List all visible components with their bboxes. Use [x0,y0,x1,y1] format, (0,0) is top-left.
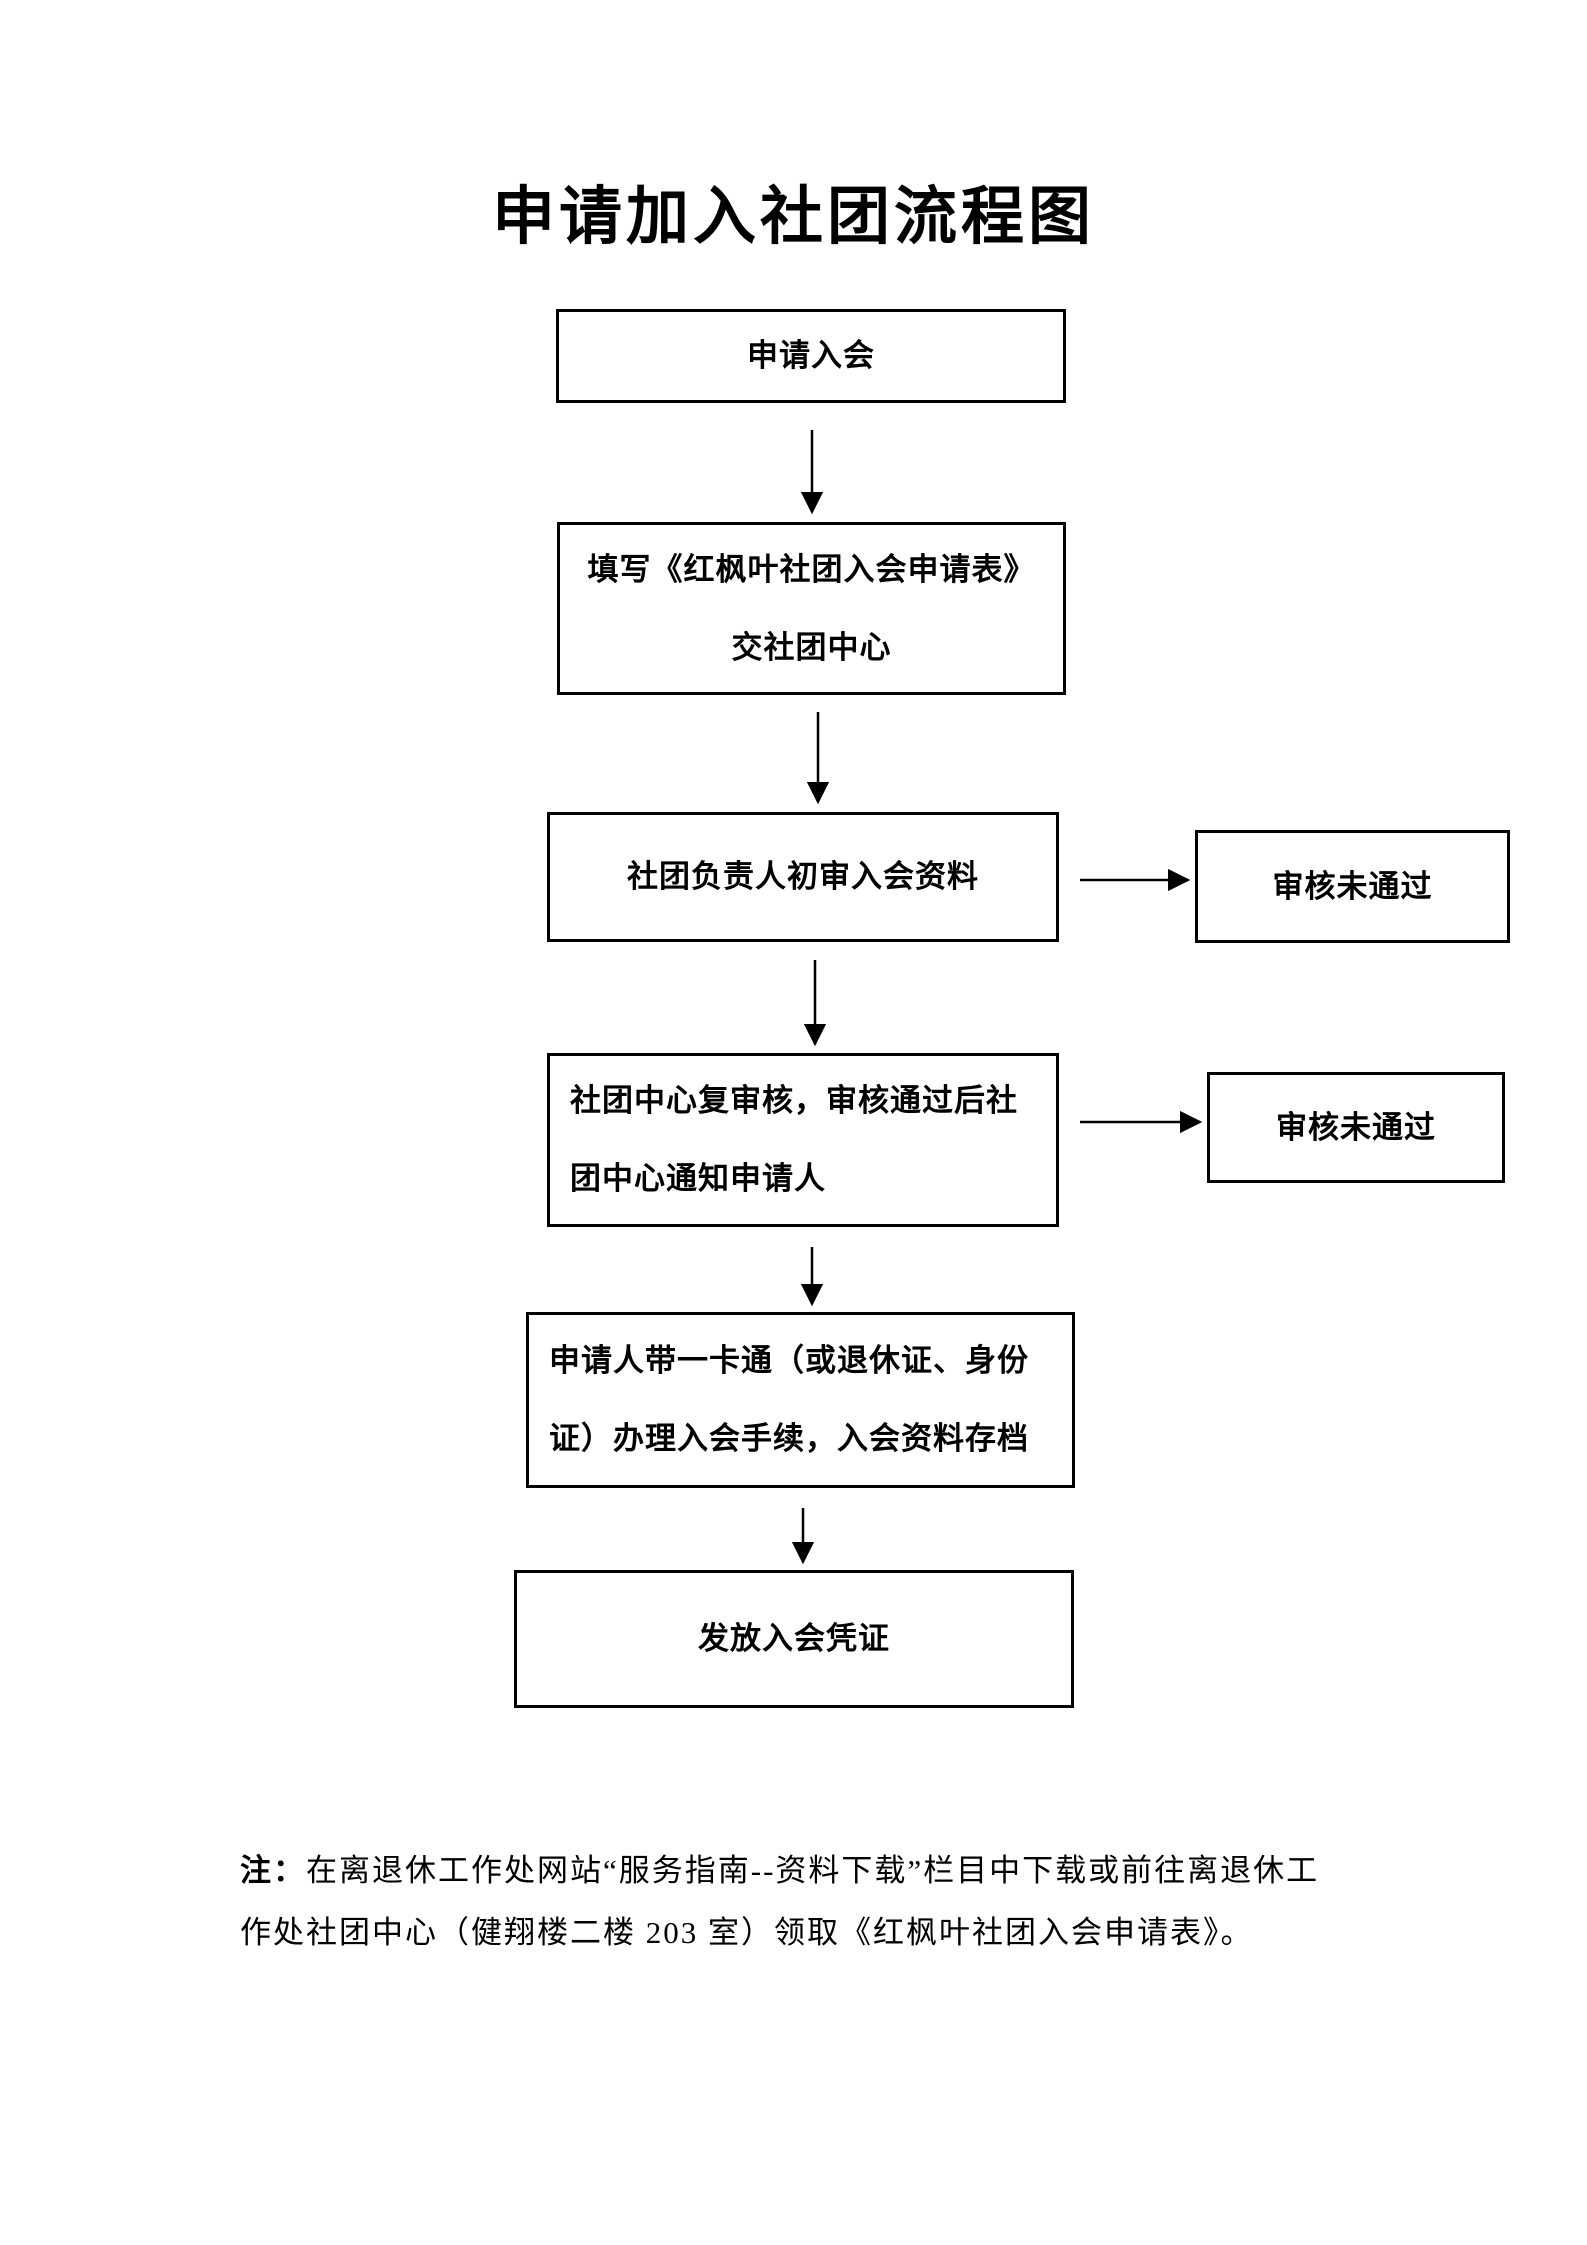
flow-step-center-review: 社团中心复审核，审核通过后社 团中心通知申请人 [547,1053,1059,1227]
footnote-line2: 作处社团中心（健翔楼二楼 203 室）领取《红枫叶社团入会申请表》。 [240,1915,1254,1950]
flow-reject-box-1: 审核未通过 [1195,830,1510,943]
flow-step-initial-review: 社团负责人初审入会资料 [547,812,1059,942]
flow-step-issue-certificate: 发放入会凭证 [514,1570,1074,1708]
footnote-line1: 在离退休工作处网站“服务指南--资料下载”栏目中下载或前往离退休工 [306,1853,1320,1888]
flow-step-apply: 申请入会 [556,309,1066,403]
flow-reject-box-2: 审核未通过 [1207,1072,1505,1183]
footnote: 注：在离退休工作处网站“服务指南--资料下载”栏目中下载或前往离退休工作处社团中… [240,1840,1325,1964]
footnote-prefix: 注： [240,1853,306,1888]
page-title: 申请加入社团流程图 [492,182,1095,252]
flow-step-membership-procedure: 申请人带一卡通（或退休证、身份 证）办理入会手续，入会资料存档 [526,1312,1075,1488]
flow-step-fill-form: 填写《红枫叶社团入会申请表》 交社团中心 [557,522,1066,695]
